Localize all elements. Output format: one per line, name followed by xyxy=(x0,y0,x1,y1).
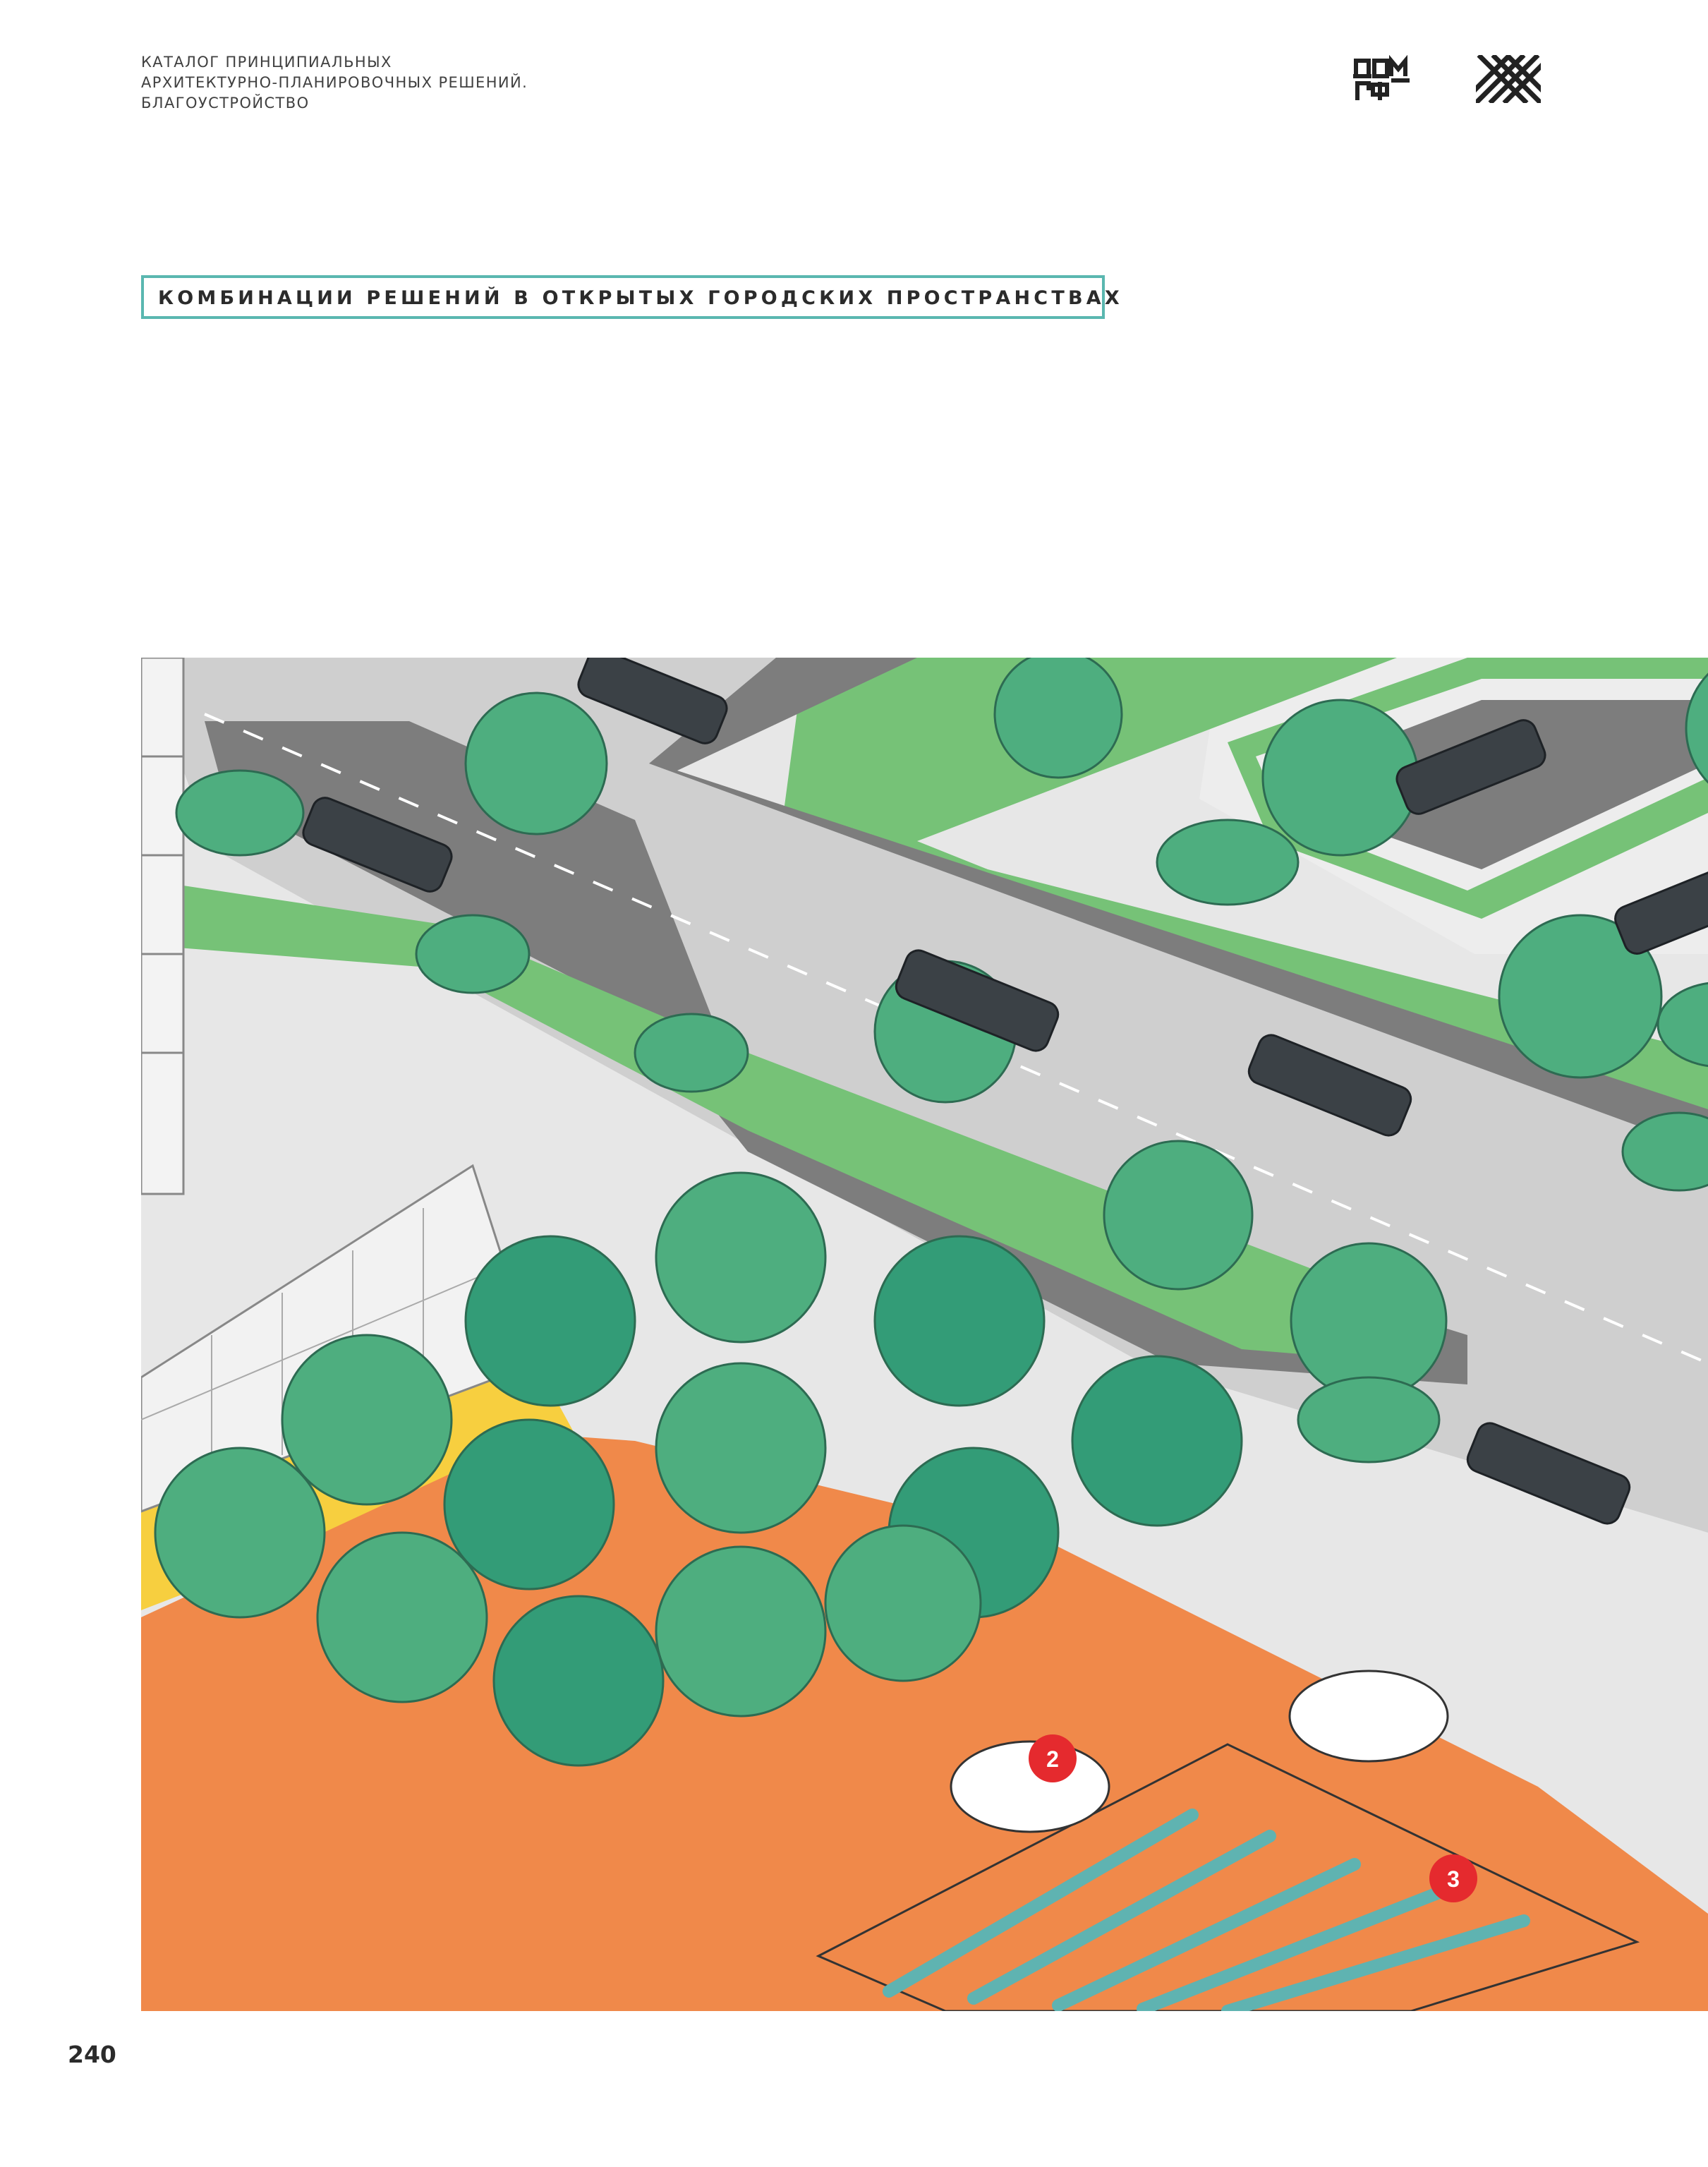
shrub xyxy=(415,914,531,994)
dom-rf-logo xyxy=(1353,55,1410,100)
catalog-title-line-2: АРХИТЕКТУРНО-ПЛАНИРОВОЧНЫХ РЕШЕНИЙ. xyxy=(141,74,528,91)
car xyxy=(1247,1034,1412,1137)
shrub xyxy=(634,1013,749,1093)
marker-3: 3 xyxy=(1429,1854,1477,1902)
building-facade xyxy=(141,658,185,1195)
tree xyxy=(492,1595,665,1767)
pattern-logo xyxy=(1476,55,1541,103)
road-shoulder-lower xyxy=(205,721,1467,1384)
car xyxy=(895,949,1060,1052)
car xyxy=(1395,719,1546,815)
lawn-strip-lower xyxy=(169,883,1411,1363)
building-windows xyxy=(141,755,183,1054)
water-channels xyxy=(883,1809,1530,2011)
tree xyxy=(655,1171,827,1344)
catalog-title-line-3: БЛАГОУСТРОЙСТВО xyxy=(141,95,310,111)
tree xyxy=(464,1235,636,1407)
section-heading-box: КОМБИНАЦИИ РЕШЕНИЙ В ОТКРЫТЫХ ГОРОДСКИХ … xyxy=(141,275,1120,319)
page-number: 240 xyxy=(68,2041,116,2068)
umbrella-right xyxy=(1288,1670,1449,1763)
tree xyxy=(1103,1140,1254,1291)
tree xyxy=(873,1235,1046,1407)
section-title: КОМБИНАЦИИ РЕШЕНИЙ В ОТКРЫТЫХ ГОРОДСКИХ … xyxy=(158,287,1123,309)
shrub xyxy=(1621,1111,1708,1192)
tree xyxy=(464,692,608,835)
car xyxy=(1614,862,1708,955)
shrub xyxy=(1656,982,1708,1068)
tree xyxy=(824,1524,982,1682)
catalog-title-line-1: КАТАЛОГ ПРИНЦИПИАЛЬНЫХ xyxy=(141,54,392,71)
tree xyxy=(1290,1242,1448,1400)
tree xyxy=(655,1362,827,1534)
tree xyxy=(1071,1355,1243,1527)
tree xyxy=(1261,699,1419,857)
street-illustration: 2 3 xyxy=(141,658,1708,2011)
marker-3-label: 3 xyxy=(1447,1866,1460,1892)
tree xyxy=(154,1447,326,1619)
tree xyxy=(443,1418,615,1590)
cars xyxy=(302,658,1708,1525)
shrub xyxy=(175,769,305,857)
marker-2-label: 2 xyxy=(1046,1746,1059,1772)
marker-2: 2 xyxy=(1029,1734,1077,1782)
car xyxy=(302,797,453,893)
tree xyxy=(993,658,1123,779)
tree xyxy=(1498,914,1663,1079)
shrubs xyxy=(175,769,1708,1463)
trees xyxy=(154,658,1708,1767)
car xyxy=(577,658,728,744)
tree xyxy=(281,1334,453,1506)
shrub xyxy=(1156,819,1300,906)
catalog-title: КАТАЛОГ ПРИНЦИПИАЛЬНЫХ АРХИТЕКТУРНО-ПЛАН… xyxy=(141,52,635,114)
car xyxy=(1466,1422,1631,1525)
tree xyxy=(655,1545,827,1718)
illustration-canvas: 2 3 xyxy=(141,658,1708,2011)
tree xyxy=(316,1531,488,1703)
shrub xyxy=(1297,1376,1441,1463)
tree xyxy=(1685,672,1708,784)
